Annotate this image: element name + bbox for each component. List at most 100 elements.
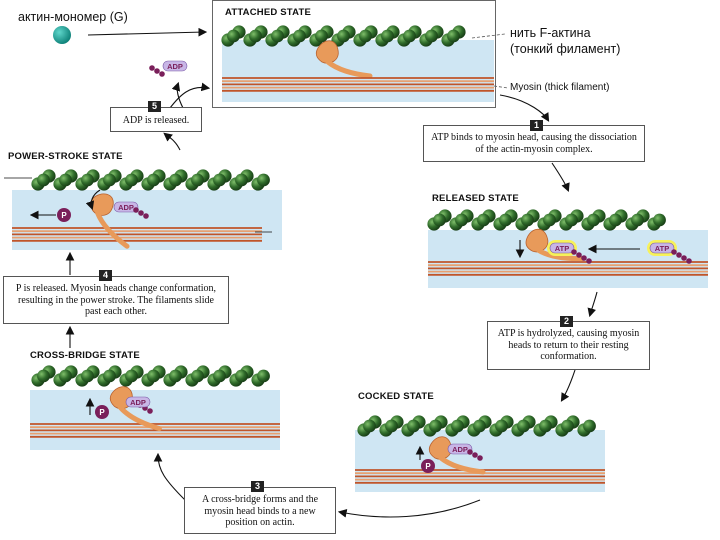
nucleotide-pill bbox=[125, 396, 151, 408]
cocked-state-title: COCKED STATE bbox=[358, 391, 434, 402]
adp-release-arrow bbox=[171, 81, 184, 109]
step-2-number: 2 bbox=[560, 316, 573, 327]
actin-bead bbox=[425, 29, 438, 43]
step-4-text: P is released. Myosin heads change confo… bbox=[15, 283, 217, 317]
attached-state-title: ATTACHED STATE bbox=[225, 7, 312, 18]
attached-to-step1-arrow bbox=[499, 94, 550, 122]
step-5-box: ADP is released. bbox=[110, 107, 202, 132]
actin-bead bbox=[473, 419, 486, 433]
phosphate-bead bbox=[143, 213, 149, 219]
filament-label-line1: нить F-актина bbox=[510, 26, 591, 40]
phosphate-bead bbox=[133, 207, 139, 213]
actin-bead bbox=[407, 419, 420, 433]
incoming-atp-tail bbox=[671, 249, 692, 264]
phosphate-circle bbox=[421, 459, 435, 473]
actin-bead bbox=[451, 419, 464, 433]
actin-bead bbox=[433, 213, 446, 227]
phosphate-bead bbox=[576, 252, 582, 258]
actin-bead bbox=[363, 419, 376, 433]
actin-bead bbox=[227, 29, 240, 43]
actin-bead bbox=[429, 419, 442, 433]
actin-bead bbox=[59, 173, 72, 187]
actin-bead bbox=[455, 213, 468, 227]
step2-to-cocked-arrow bbox=[560, 369, 576, 402]
phosphate-bead bbox=[154, 68, 160, 74]
nucleotide-pill bbox=[113, 201, 139, 213]
power-stroke-adp-tail bbox=[133, 207, 149, 219]
phosphate-label: P bbox=[99, 408, 105, 417]
actin-bead bbox=[293, 29, 306, 43]
released-state-title: RELEASED STATE bbox=[432, 193, 519, 204]
released-atp-tail bbox=[571, 249, 592, 264]
actin-bead bbox=[81, 369, 94, 383]
phosphate-bead bbox=[147, 408, 153, 414]
actin-bead bbox=[495, 419, 508, 433]
phosphate-bead bbox=[681, 255, 687, 261]
myosin-label: Myosin (thick filament) bbox=[510, 82, 610, 93]
actin-bead bbox=[543, 213, 556, 227]
step-3-number: 3 bbox=[251, 481, 264, 492]
actin-bead bbox=[359, 29, 372, 43]
step-5-number: 5 bbox=[148, 101, 161, 112]
phosphate-bead bbox=[686, 258, 692, 264]
phosphate-bead bbox=[671, 249, 677, 255]
monomer-label: актин-мономер (G) bbox=[18, 10, 128, 24]
cross-bridge-state-title: CROSS-BRIDGE STATE bbox=[30, 350, 140, 361]
actin-bead bbox=[37, 369, 50, 383]
power-stroke-actin bbox=[31, 169, 270, 191]
myosin-leader-line bbox=[493, 85, 509, 89]
step3-to-crossbridge-arrow bbox=[153, 452, 186, 501]
actin-monomer-icon bbox=[53, 26, 71, 44]
cross-bridge-phosphate: P bbox=[95, 405, 109, 419]
nucleotide-pill bbox=[447, 443, 473, 455]
attached-state-frame bbox=[212, 0, 496, 108]
actin-bead bbox=[653, 213, 666, 227]
actin-bead bbox=[385, 419, 398, 433]
step-1-box: ATP binds to myosin head, causing the di… bbox=[423, 125, 645, 162]
actin-bead bbox=[249, 29, 262, 43]
phosphate-bead bbox=[477, 455, 483, 461]
cocked-phosphate: P bbox=[421, 459, 435, 473]
released-adp-tail bbox=[149, 65, 165, 77]
actin-bead bbox=[477, 213, 490, 227]
actin-bead bbox=[381, 29, 394, 43]
step-4-number: 4 bbox=[99, 270, 112, 281]
myosin-head-shape bbox=[525, 228, 549, 253]
power-stroke-state-title: POWER-STROKE STATE bbox=[8, 151, 123, 162]
phosphate-label: P bbox=[425, 462, 431, 471]
myosin-neck bbox=[438, 455, 486, 475]
nucleotide-label: ADP bbox=[118, 203, 134, 212]
actin-bead bbox=[213, 369, 226, 383]
step-1-text: ATP binds to myosin head, causing the di… bbox=[431, 132, 637, 155]
step-2-box: ATP is hydrolyzed, causing myosin heads … bbox=[487, 321, 650, 370]
powerstroke-to-step5-arrow bbox=[163, 132, 181, 151]
actin-bead bbox=[81, 173, 94, 187]
phosphate-circle bbox=[95, 405, 109, 419]
myosin-head-shape bbox=[428, 436, 452, 460]
actin-bead bbox=[213, 173, 226, 187]
actin-bead bbox=[499, 213, 512, 227]
actin-bead bbox=[517, 419, 530, 433]
released-actin bbox=[427, 209, 666, 231]
nucleotide-label: ATP bbox=[655, 244, 669, 253]
myosin-neck bbox=[95, 210, 130, 249]
actin-bead bbox=[403, 29, 416, 43]
nucleotide-pill bbox=[649, 242, 675, 254]
actin-bead bbox=[125, 173, 138, 187]
attached-thick-filament bbox=[222, 77, 494, 92]
step-1-number: 1 bbox=[530, 120, 543, 131]
phosphate-bead bbox=[149, 65, 155, 71]
power-stroke-curve-arrow bbox=[85, 189, 101, 211]
phosphate-bead bbox=[467, 449, 473, 455]
released-myosin-head bbox=[525, 228, 585, 262]
actin-bead bbox=[521, 213, 534, 227]
filament-leader-line bbox=[471, 33, 506, 39]
actin-bead bbox=[235, 369, 248, 383]
actin-bead bbox=[565, 213, 578, 227]
phosphate-bead bbox=[581, 255, 587, 261]
phosphate-bead bbox=[676, 252, 682, 258]
actin-bead bbox=[147, 173, 160, 187]
nucleotide-label: ADP bbox=[452, 445, 468, 454]
actin-bead bbox=[587, 213, 600, 227]
actin-bead bbox=[169, 369, 182, 383]
